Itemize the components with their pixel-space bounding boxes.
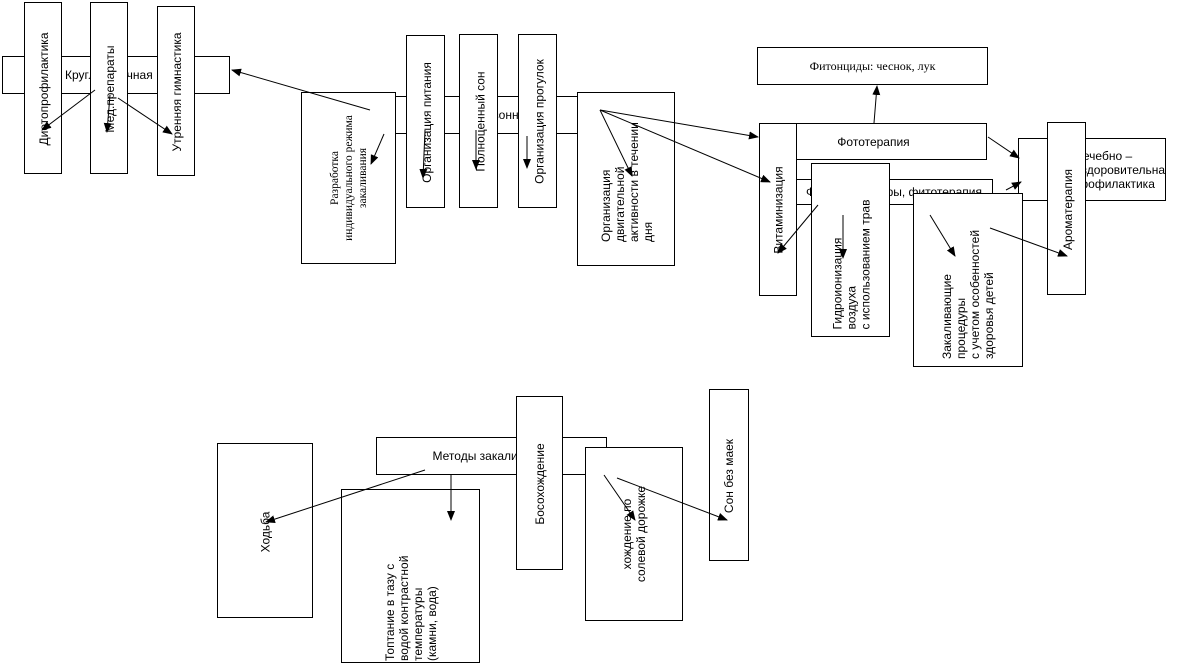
diet-prophylaxis-box: Диетопрофилактика	[24, 2, 62, 174]
medical-prophylaxis-box: Лечебно – оздоровительная профилактика	[1018, 138, 1166, 201]
diet-prophylaxis-label: Диетопрофилактика	[37, 32, 51, 146]
salt-path-box: хождение по солевой дорожке	[585, 447, 683, 621]
hardening-procedures-label: Закаливающие процедуры с учетом особенно…	[940, 229, 996, 359]
hardening-procedures-box: Закаливающие процедуры с учетом особенно…	[913, 193, 1023, 367]
salt-path-label: хождение по солевой дорожке	[620, 485, 648, 583]
contrast-bath-label: Топтание в тазу с водой контрастной темп…	[383, 555, 439, 661]
sleep-label: Полноценный сон	[473, 71, 487, 172]
vitaminization-box: Витаминизация	[759, 123, 797, 296]
individual-regime-box: Разработка индивидуального режима закали…	[301, 92, 396, 264]
morning-exercise-label: Утренняя гимнастика	[170, 32, 184, 152]
walks-label: Организация прогулок	[532, 59, 546, 184]
individual-regime-label: Разработка индивидуального режима закали…	[329, 115, 369, 241]
aromatherapy-label: Ароматерапия	[1060, 168, 1075, 251]
sleep-without-shirts-label: Сон без маек	[722, 438, 736, 514]
medications-box: Мед.препараты	[90, 2, 128, 174]
walks-box: Организация прогулок	[518, 34, 557, 208]
hydroionization-label: Гидроионизация воздуха с использованием …	[830, 199, 872, 330]
motor-activity-label: Организация двигательной активности в те…	[599, 122, 655, 242]
medical-prophylaxis-label: Лечебно – оздоровительная профилактика	[1075, 148, 1166, 191]
hydroionization-box: Гидроионизация воздуха с использованием …	[811, 163, 890, 337]
vitaminization-label: Витаминизация	[771, 166, 786, 254]
contrast-bath-box: Топтание в тазу с водой контрастной темп…	[341, 489, 480, 663]
medications-label: Мед.препараты	[103, 45, 117, 133]
walking-label: Ходьба	[258, 511, 273, 553]
phytoncides-label: Фитонциды: чеснок, лук	[809, 59, 936, 73]
barefoot-label: Босохождение	[533, 443, 547, 525]
hardening-methods-box: Методы закаливания	[376, 437, 607, 475]
motor-activity-box: Организация двигательной активности в те…	[577, 92, 675, 266]
morning-exercise-box: Утренняя гимнастика	[157, 6, 195, 176]
sleep-box: Полноценный сон	[459, 34, 498, 208]
arrow-foto-to-lech	[987, 136, 1020, 159]
nutrition-box: Организация питания	[406, 35, 445, 208]
nutrition-label: Организация питания	[419, 62, 434, 183]
barefoot-box: Босохождение	[516, 396, 563, 570]
phytoncides-box: Фитонциды: чеснок, лук	[757, 47, 988, 85]
arrow-to-fitoncid	[872, 85, 881, 124]
phototherapy-box: Фототерапия	[760, 123, 987, 160]
walking-box: Ходьба	[217, 443, 313, 618]
sleep-without-shirts-box: Сон без маек	[709, 389, 749, 561]
phototherapy-label: Фототерапия	[837, 134, 910, 149]
aromatherapy-box: Ароматерапия	[1047, 122, 1086, 295]
